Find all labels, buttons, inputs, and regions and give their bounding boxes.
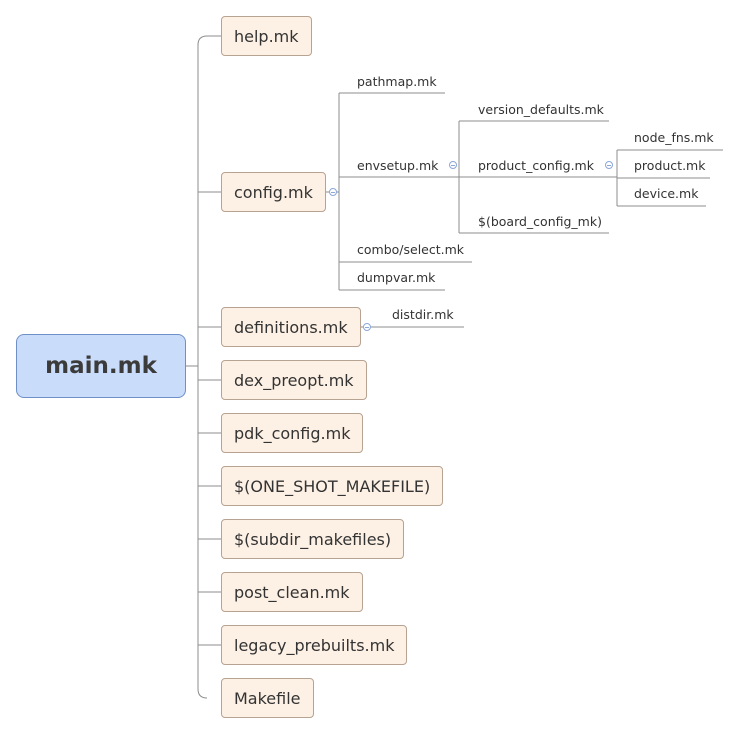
node-config-mk[interactable]: config.mk bbox=[221, 172, 326, 212]
collapse-toggle-icon[interactable] bbox=[449, 161, 457, 169]
node-one-shot-makefile[interactable]: $(ONE_SHOT_MAKEFILE) bbox=[221, 466, 444, 506]
collapse-toggle-icon[interactable] bbox=[605, 161, 613, 169]
leaf-combo-select-mk[interactable]: combo/select.mk bbox=[357, 242, 465, 257]
node-help-mk[interactable]: help.mk bbox=[221, 16, 312, 56]
leaf-node-fns-mk[interactable]: node_fns.mk bbox=[634, 130, 714, 145]
leaf-dumpvar-mk[interactable]: dumpvar.mk bbox=[357, 270, 436, 285]
collapse-toggle-icon[interactable] bbox=[329, 188, 337, 196]
node-label: dex_preopt.mk bbox=[234, 370, 354, 390]
node-makefile[interactable]: Makefile bbox=[221, 678, 314, 718]
node-label: definitions.mk bbox=[234, 317, 348, 337]
node-label: help.mk bbox=[234, 26, 299, 46]
node-dex-preopt-mk[interactable]: dex_preopt.mk bbox=[221, 360, 367, 400]
collapse-toggle-icon[interactable] bbox=[363, 323, 371, 331]
node-label: pdk_config.mk bbox=[234, 423, 351, 443]
leaf-envsetup-mk[interactable]: envsetup.mk bbox=[357, 158, 439, 173]
node-label: post_clean.mk bbox=[234, 582, 350, 602]
root-label: main.mk bbox=[45, 353, 157, 379]
leaf-device-mk[interactable]: device.mk bbox=[634, 186, 699, 201]
node-label: config.mk bbox=[234, 182, 313, 202]
leaf-product-mk[interactable]: product.mk bbox=[634, 158, 706, 173]
node-legacy-prebuilts-mk[interactable]: legacy_prebuilts.mk bbox=[221, 625, 408, 665]
leaf-distdir-mk[interactable]: distdir.mk bbox=[392, 307, 454, 322]
leaf-version-defaults-mk[interactable]: version_defaults.mk bbox=[478, 102, 604, 117]
node-post-clean-mk[interactable]: post_clean.mk bbox=[221, 572, 363, 612]
root-node-main-mk[interactable]: main.mk bbox=[16, 334, 186, 398]
node-label: legacy_prebuilts.mk bbox=[234, 635, 395, 655]
node-label: $(subdir_makefiles) bbox=[234, 529, 392, 549]
leaf-pathmap-mk[interactable]: pathmap.mk bbox=[357, 74, 437, 89]
leaf-board-config-mk[interactable]: $(board_config_mk) bbox=[478, 214, 602, 229]
node-label: $(ONE_SHOT_MAKEFILE) bbox=[234, 476, 431, 496]
node-label: Makefile bbox=[234, 688, 301, 708]
leaf-product-config-mk[interactable]: product_config.mk bbox=[478, 158, 594, 173]
node-pdk-config-mk[interactable]: pdk_config.mk bbox=[221, 413, 364, 453]
node-subdir-makefiles[interactable]: $(subdir_makefiles) bbox=[221, 519, 405, 559]
node-definitions-mk[interactable]: definitions.mk bbox=[221, 307, 361, 347]
